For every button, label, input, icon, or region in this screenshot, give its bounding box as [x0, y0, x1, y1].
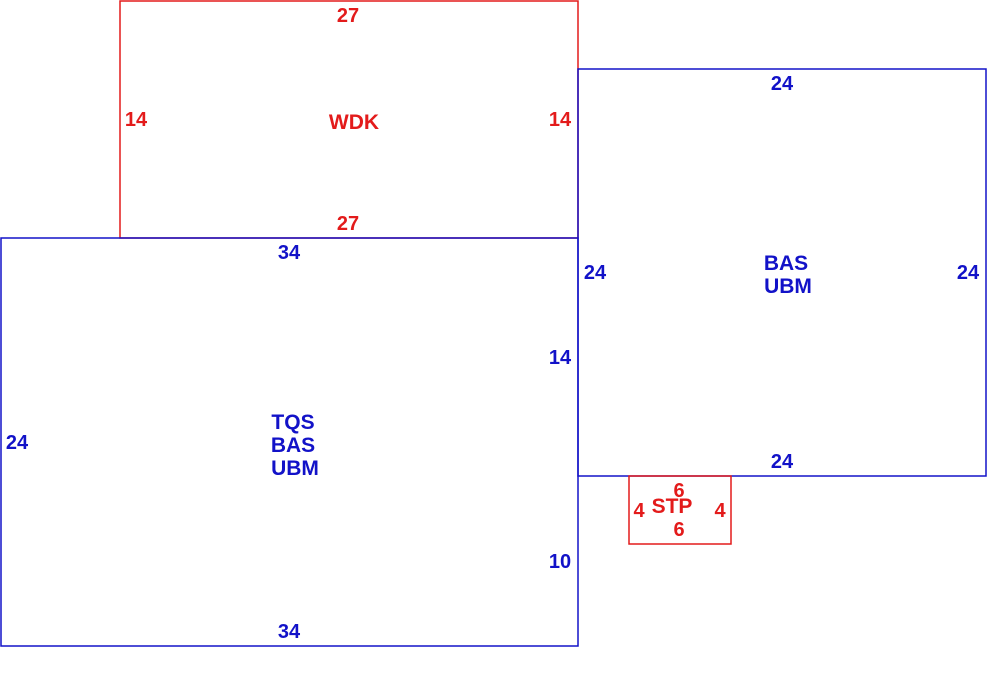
east-code-2: UBM: [764, 275, 812, 298]
east-left-dimension: 24: [584, 262, 607, 284]
stp-code: STP: [652, 495, 693, 518]
east-bottom-dimension: 24: [771, 451, 794, 473]
stp-top-dimension: 6: [673, 480, 684, 502]
east-right-dimension: 24: [957, 262, 980, 284]
wdk-code: WDK: [329, 111, 379, 134]
main-right-lower-dimension: 10: [549, 551, 571, 573]
stp-bottom-dimension: 6: [673, 519, 684, 541]
east-top-dimension: 24: [771, 73, 794, 95]
stp-left-dimension: 4: [633, 500, 645, 522]
area-wdk: 27 27 14 14 WDK: [119, 0, 579, 239]
main-right-upper-dimension: 14: [549, 347, 572, 369]
main-bottom-dimension: 34: [278, 621, 301, 643]
wdk-top-dimension: 27: [337, 5, 359, 27]
stp-right-dimension: 4: [714, 500, 726, 522]
area-main: 34 34 24 14 10 TQS BAS UBM: [0, 237, 579, 647]
main-top-dimension: 34: [278, 242, 301, 264]
main-code-3: UBM: [271, 457, 319, 480]
area-stp-outline: [628, 475, 732, 545]
area-east: 24 24 24 24 BAS UBM: [577, 68, 987, 477]
area-stp: 6 6 4 4 STP: [628, 475, 732, 545]
main-left-dimension: 24: [6, 432, 29, 454]
wdk-bottom-dimension: 27: [337, 213, 359, 235]
wdk-right-dimension: 14: [549, 109, 572, 131]
main-code-2: BAS: [271, 434, 315, 457]
main-code-1: TQS: [271, 411, 314, 434]
east-code-1: BAS: [764, 252, 808, 275]
area-east-outline: [577, 68, 987, 477]
wdk-left-dimension: 14: [125, 109, 148, 131]
